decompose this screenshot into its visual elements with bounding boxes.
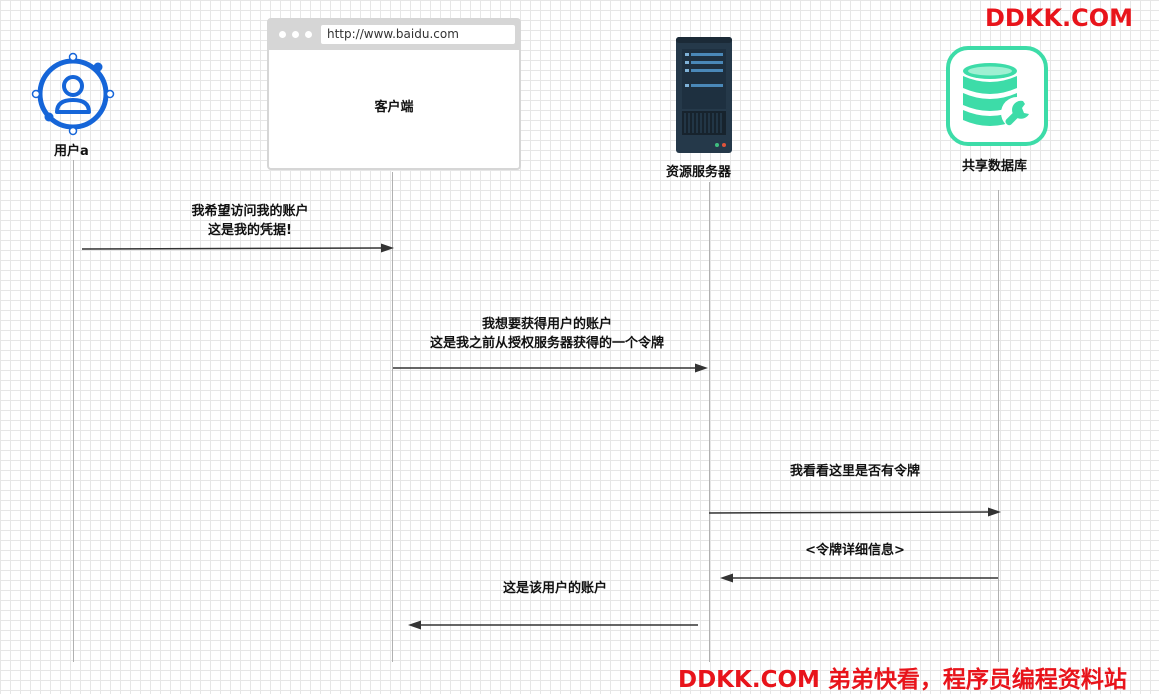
database-actor[interactable] (945, 45, 1049, 147)
message-line: 这是我的凭据! (208, 223, 292, 238)
browser-toolbar: http://www.baidu.com (269, 20, 519, 50)
message-line: 我希望访问我的账户 (191, 204, 309, 219)
client-label: 客户端 (374, 100, 414, 115)
window-dot-icon (305, 31, 312, 38)
message-2-arrow (393, 363, 708, 373)
message-3-label: 我看看这里是否有令牌 (765, 462, 945, 481)
server-label: 资源服务器 (666, 165, 732, 180)
lifeline-client (392, 172, 393, 662)
message-line: 这是我之前从授权服务器获得的一个令牌 (429, 336, 664, 351)
watermark-top: DDKK.COM (985, 4, 1134, 32)
client-browser-window[interactable]: http://www.baidu.com 客户端 (267, 18, 521, 170)
message-1-label: 我希望访问我的账户 这是我的凭据! (160, 202, 340, 240)
lifeline-server (709, 182, 710, 662)
window-dot-icon (279, 31, 286, 38)
user-icon (31, 52, 115, 136)
message-2-label: 我想要获得用户的账户 这是我之前从授权服务器获得的一个令牌 (397, 315, 697, 353)
message-3-arrow (708, 507, 1001, 517)
lifeline-user (73, 160, 74, 662)
user-label: 用户a (54, 144, 89, 159)
database-icon (946, 46, 1048, 146)
database-label: 共享数据库 (962, 159, 1028, 174)
message-line: 我想要获得用户的账户 (481, 317, 612, 332)
message-line: 我看看这里是否有令牌 (789, 464, 920, 479)
message-line: 这是该用户的账户 (502, 581, 607, 596)
server-actor[interactable] (676, 37, 732, 153)
user-actor[interactable] (30, 50, 116, 138)
window-dot-icon (292, 31, 299, 38)
message-4-label: <令牌详细信息> (785, 541, 925, 560)
message-1-arrow (81, 243, 394, 253)
lifeline-db (998, 190, 999, 662)
message-5-label: 这是该用户的账户 (475, 579, 635, 598)
message-line: <令牌详细信息> (805, 543, 905, 558)
server-icon (676, 37, 732, 153)
url-bar: http://www.baidu.com (321, 25, 515, 44)
message-4-arrow (720, 573, 998, 583)
message-5-arrow (408, 620, 698, 630)
